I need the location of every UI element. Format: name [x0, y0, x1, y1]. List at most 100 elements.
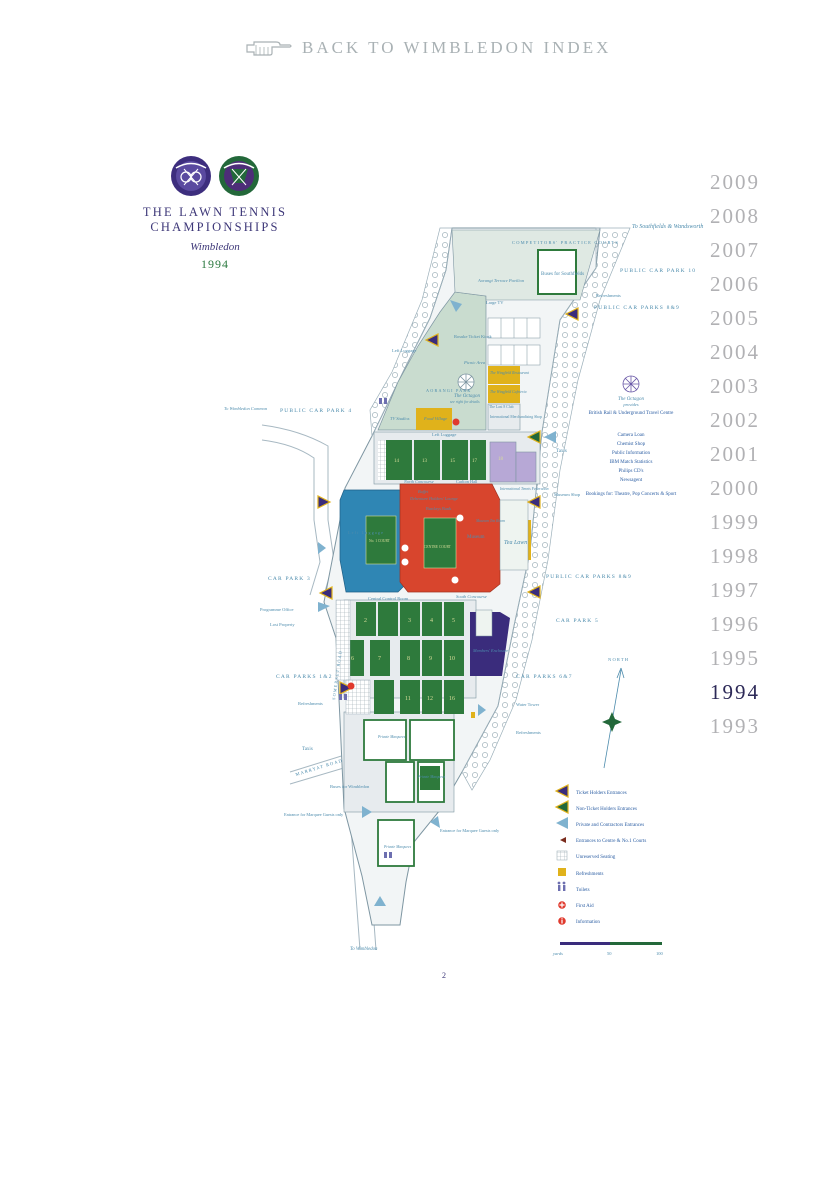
entrance-arrows [317, 300, 579, 906]
label-members-enclosure: Members' Enclosure [472, 648, 508, 653]
octagon-item-philips: Philips CD's [619, 469, 644, 474]
year-link-1995[interactable]: 1995 [710, 646, 760, 670]
label-lost-property: Lost Property [270, 622, 295, 627]
label-buffet: Buffet [418, 489, 429, 494]
label-to-wimbledon-common: To Wimbledon Common [224, 406, 268, 411]
label-left-luggage-1: Left Luggage [392, 348, 416, 353]
label-large-tv: Large TV [486, 300, 504, 305]
label-private-marquees-2: Private Marquees [417, 775, 446, 779]
octagon-info-title: The Octagon [618, 397, 644, 402]
tree-border [461, 227, 631, 791]
legend-toilets: Toilets [576, 888, 590, 893]
logos [120, 155, 310, 197]
service-markers [347, 418, 464, 690]
year-link-2001[interactable]: 2001 [710, 442, 760, 466]
label-left-luggage-3: Left Luggage [348, 530, 384, 535]
subtitle: Wimbledon [190, 241, 240, 253]
label-museum: Museum [467, 535, 485, 540]
label-car-park-10: PUBLIC CAR PARK 10 [620, 268, 696, 274]
octagon-item-information: Public Information [612, 451, 650, 456]
ticket-entrance-arrow-icon [554, 784, 569, 798]
back-to-index-link[interactable]: BACK TO WIMBLEDON INDEX [246, 38, 611, 58]
court-number-2: 2 [364, 618, 367, 624]
label-merchandising: International Merchandising Shop [490, 415, 542, 419]
members-court-lawn [475, 609, 493, 637]
year-link-1996[interactable]: 1996 [710, 612, 760, 636]
label-car-parks-1-2: CAR PARKS 1&2 [276, 674, 333, 680]
year-link-2000[interactable]: 2000 [710, 476, 760, 500]
label-octagon-note: see right for details [450, 400, 480, 404]
first-aid-icon [558, 901, 566, 909]
scale-tick-50: 50 [607, 951, 612, 956]
wimbledon-logo-purple [171, 156, 211, 196]
year-link-2009[interactable]: 2009 [710, 170, 760, 194]
octagon-info-panel: The Octagon provides British Rail & Unde… [586, 375, 677, 497]
court-number-3: 3 [408, 618, 411, 624]
label-carlton-hall: Carlton Hall [456, 479, 478, 484]
label-car-parks-8-9: PUBLIC CAR PARKS 8&9 [594, 305, 680, 311]
year-link-2003[interactable]: 2003 [710, 374, 760, 398]
refreshment-square-icon [558, 868, 566, 876]
centre-court [423, 517, 457, 569]
octagon-item-camera: Camera Loan [617, 433, 645, 438]
court-number-15: 15 [450, 459, 456, 464]
museum-building [489, 441, 537, 483]
octagon-item-newsagent: Newsagent [620, 478, 643, 483]
year-link-2005[interactable]: 2005 [710, 306, 760, 330]
year-link-2007[interactable]: 2007 [710, 238, 760, 262]
seating-grid-icon [556, 850, 568, 861]
court-number-17: 17 [472, 459, 478, 464]
octagon-item-ibm: IBM Match Statistics [610, 460, 653, 465]
label-car-parks-8-9-b: PUBLIC CAR PARKS 8&9 [546, 574, 632, 580]
label-museum-shop: Museum Shop [554, 492, 581, 497]
legend-non-ticket-entrances: Non-Ticket Holders Entrances [576, 807, 637, 812]
north-arrow: NORTH [602, 657, 629, 769]
octagon-item-travel: British Rail & Underground Travel Centre [589, 411, 675, 416]
title-line-1: THE LAWN TENNIS [142, 205, 288, 219]
court-number-11: 11 [405, 696, 411, 702]
tea-lawn-area [499, 499, 529, 571]
toilets-markers [339, 398, 392, 858]
year-link-1997[interactable]: 1997 [710, 578, 760, 602]
court-number-18: 18 [498, 457, 504, 462]
legend-court-entrances: Entrances to Centre & No.1 Courts [576, 839, 646, 844]
label-refreshments-3: Refreshments [516, 730, 541, 735]
marquee-outlines [363, 719, 455, 867]
information-icon [558, 917, 566, 925]
year-link-1994-current[interactable]: 1994 [710, 680, 760, 704]
toilets-icon [557, 881, 566, 891]
court-number-labels: 14 13 15 17 18 2 3 4 5 6 7 8 9 10 11 12 … [351, 457, 504, 702]
year-index: 2009 2008 2007 2006 2005 2004 2003 2002 … [710, 168, 776, 746]
seating-block-west [335, 599, 351, 681]
court-number-16: 16 [449, 696, 455, 702]
south-court-grid [344, 602, 464, 714]
legend: Ticket Holders Entrances Non-Ticket Hold… [552, 784, 664, 956]
court-number-7: 7 [378, 656, 381, 662]
year-link-1998[interactable]: 1998 [710, 544, 760, 568]
label-picnic-area: Picnic Area [463, 360, 486, 365]
label-car-park-4: PUBLIC CAR PARK 4 [280, 408, 352, 414]
legend-information: Information [576, 920, 600, 925]
label-marquee-entrance-1: Entrance for Marquee Guests only [284, 812, 344, 817]
octagon-info-provides: provides [622, 402, 639, 407]
court-number-4: 4 [430, 618, 433, 624]
year-link-1993[interactable]: 1993 [710, 714, 760, 738]
year-link-2004[interactable]: 2004 [710, 340, 760, 364]
year-link-2002[interactable]: 2002 [710, 408, 760, 432]
label-taxis-2: Taxis [302, 747, 313, 752]
year-link-1999[interactable]: 1999 [710, 510, 760, 534]
year-link-2008[interactable]: 2008 [710, 204, 760, 228]
label-private-marquees-1: Private Marquees [377, 735, 406, 739]
north-court-row [378, 440, 486, 480]
legend-unreserved-seating: Unreserved Seating [576, 855, 616, 860]
label-north-concourse: North Concourse [403, 479, 434, 484]
label-barclays-bank: Barclays Bank [426, 506, 452, 511]
label-buses-southfields: Buses for Southfields [541, 272, 584, 277]
north-label: NORTH [608, 657, 629, 662]
scale-bar: yards 50 100 [552, 942, 664, 956]
octagon-info-icon [622, 375, 640, 393]
label-marryat-road: MARRYAT ROAD [295, 758, 344, 777]
year-link-2006[interactable]: 2006 [710, 272, 760, 296]
label-water-tower: Water Tower [516, 702, 540, 707]
